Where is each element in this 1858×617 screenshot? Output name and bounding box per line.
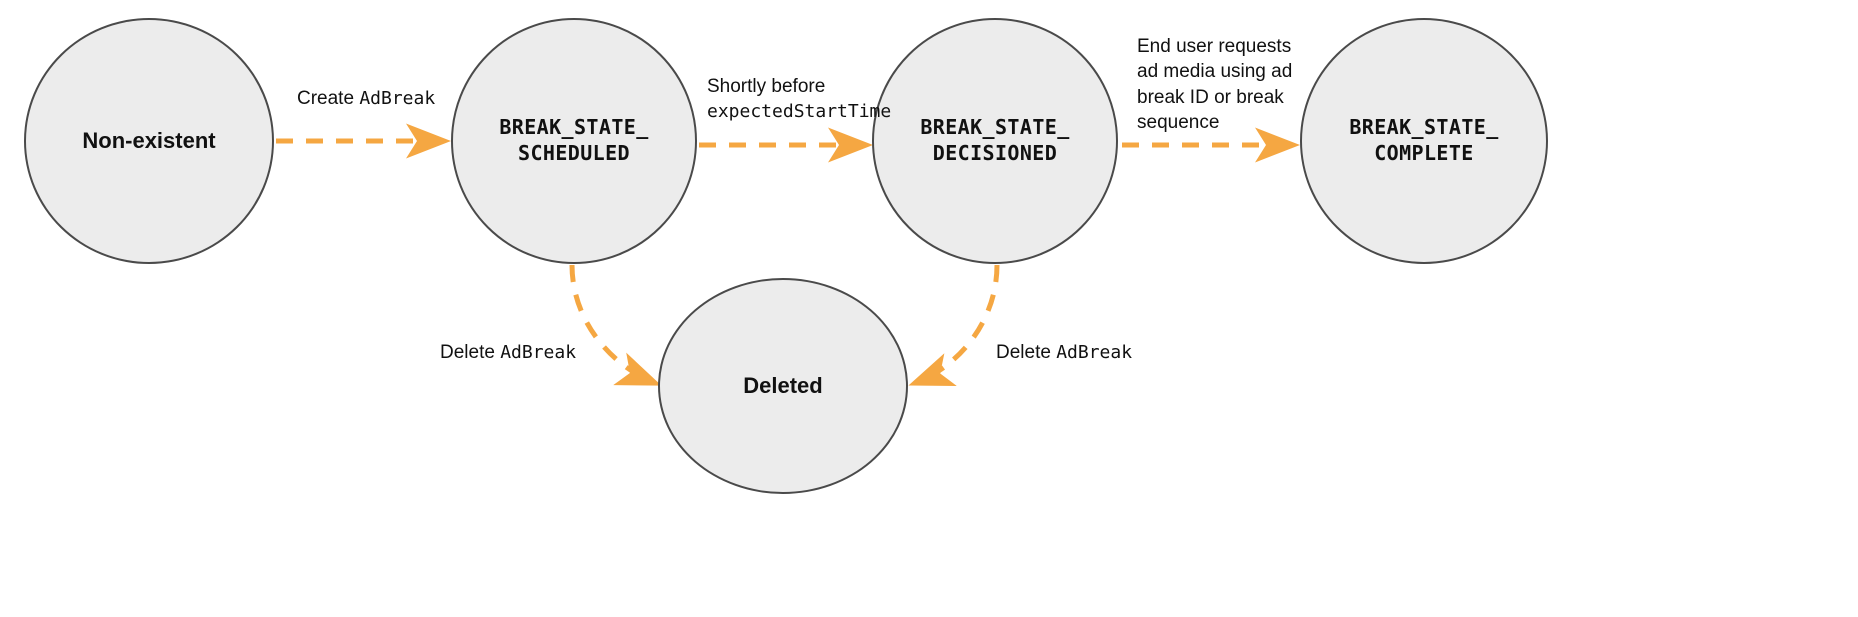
state-node-label: BREAK_STATE_ SCHEDULED [499, 115, 649, 165]
state-node-label: Deleted [743, 372, 823, 398]
edge-label-end-user-requests-ad-media: End user requests ad media using ad brea… [1137, 34, 1292, 136]
state-node-label: BREAK_STATE_ COMPLETE [1349, 115, 1499, 165]
edge-label-delete-adbreak-from-scheduled: Delete AdBreak [440, 340, 576, 365]
edge-label-shortly-before-expected-start-time: Shortly before expectedStartTime [707, 74, 891, 125]
edge-label-create-adbreak: Create AdBreak [297, 86, 435, 111]
edge-label-segment: Shortly before [707, 76, 826, 97]
state-node-label: Non-existent [82, 127, 216, 153]
edge-delete-adbreak-from-scheduled [569, 264, 662, 386]
state-node-break-state-decisioned[interactable]: BREAK_STATE_ DECISIONED [872, 18, 1118, 264]
edge-delete-adbreak-from-decisioned [908, 264, 1000, 386]
edge-label-delete-adbreak-from-decisioned: Delete AdBreak [996, 340, 1132, 365]
state-node-deleted[interactable]: Deleted [658, 278, 908, 494]
edge-label-segment: Create [297, 88, 360, 109]
edge-label-segment: End user requests ad media using ad brea… [1137, 36, 1293, 134]
edge-label-segment: Delete [996, 342, 1057, 363]
edge-label-segment: AdBreak [1056, 342, 1133, 363]
state-node-break-state-complete[interactable]: BREAK_STATE_ COMPLETE [1300, 18, 1548, 264]
state-node-break-state-scheduled[interactable]: BREAK_STATE_ SCHEDULED [451, 18, 697, 264]
edge-label-segment: Delete [440, 342, 501, 363]
edge-label-segment: AdBreak [359, 88, 436, 109]
edge-label-segment: AdBreak [500, 342, 577, 363]
state-node-non-existent[interactable]: Non-existent [24, 18, 274, 264]
edge-label-segment: expectedStartTime [707, 101, 892, 123]
state-node-label: BREAK_STATE_ DECISIONED [920, 115, 1070, 165]
